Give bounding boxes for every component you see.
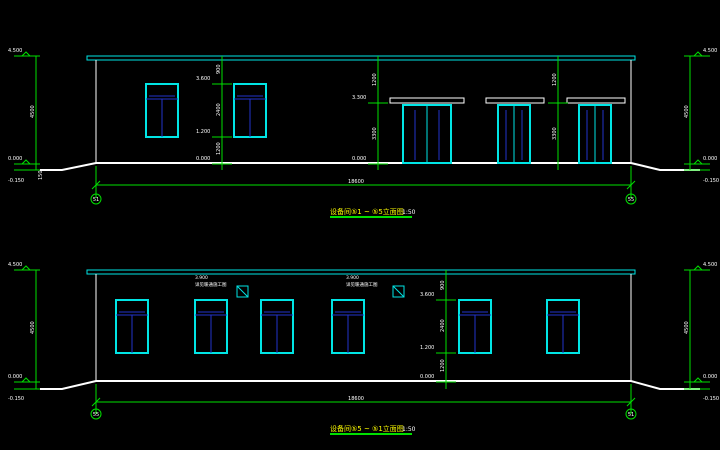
overall-dimension	[91, 166, 636, 198]
roof-parapet	[86, 269, 636, 275]
window-vertical-dims	[212, 56, 232, 170]
door	[402, 104, 452, 164]
window-dim-3: 1200	[216, 142, 222, 155]
elevation-scale: 1:50	[402, 426, 416, 433]
window	[260, 299, 294, 354]
level-ground-left: -0.150	[8, 178, 24, 184]
door-head-level: 3.300	[352, 95, 366, 101]
window	[194, 299, 228, 354]
window-dim-2: 2400	[440, 319, 446, 332]
vent-note-2: 详见暖通施工图	[346, 281, 378, 288]
axis-bubble	[90, 408, 102, 420]
door-canopy	[566, 97, 626, 104]
door-dim-3: 1200	[552, 73, 558, 86]
window	[458, 299, 492, 354]
door-dim-1: 1200	[372, 73, 378, 86]
window-dim-1: 900	[440, 280, 446, 290]
level-floor-right: 0.000	[703, 156, 717, 162]
elevation-a: 4.500 0.000 -0.150 4500 150 4.500 0.000 …	[8, 48, 719, 218]
overall-width: 18600	[348, 179, 364, 185]
vent-louver	[392, 285, 405, 298]
window-sill-level: 1.200	[196, 129, 210, 135]
door-dim-4: 3300	[552, 127, 558, 140]
window	[546, 299, 580, 354]
ground-line	[40, 380, 700, 390]
dim-right-total: 4500	[684, 105, 690, 118]
window-dim-2: 2400	[216, 103, 222, 116]
level-ground-right: -0.150	[703, 178, 719, 184]
left-level-dims	[14, 51, 40, 171]
level-floor-left: 0.000	[8, 374, 22, 380]
vent-louver	[236, 285, 249, 298]
window-floor-level: 0.000	[420, 374, 434, 380]
level-roof-right: 4.500	[703, 48, 717, 54]
window-vertical-dims	[436, 270, 456, 389]
vent-note-2-level: 3.900	[346, 275, 359, 281]
dim-right-total: 4500	[684, 321, 690, 334]
dim-left-total: 4500	[30, 105, 36, 118]
axis-label-left: 51	[93, 197, 99, 203]
level-ground-right: -0.150	[703, 396, 719, 402]
axis-bubble	[90, 193, 102, 205]
dim-left-lower: 150	[38, 170, 44, 180]
elevation-scale: 1:50	[402, 209, 416, 216]
window	[115, 299, 149, 354]
window	[145, 83, 179, 138]
roof-parapet	[86, 55, 636, 61]
door	[578, 104, 612, 164]
overall-width: 18600	[348, 396, 364, 402]
axis-bubble	[625, 193, 637, 205]
axis-label-right: 55	[628, 197, 634, 203]
vent-note-1-level: 3.900	[195, 275, 208, 281]
level-roof-left: 4.500	[8, 262, 22, 268]
door	[497, 104, 531, 164]
door-floor-level: 0.000	[352, 156, 366, 162]
window	[233, 83, 267, 138]
window-head-level: 3.600	[420, 292, 434, 298]
right-level-dims	[684, 51, 710, 171]
axis-label-left: 55	[93, 412, 99, 418]
elevation-title: 设备间⑤5 ~ ⑤1立面图	[330, 424, 404, 433]
door-canopy	[389, 97, 465, 104]
door-vertical-dims	[368, 56, 568, 170]
axis-label-right: 51	[628, 412, 634, 418]
window-dim-3: 1200	[440, 359, 446, 372]
level-ground-left: -0.150	[8, 396, 24, 402]
dim-left-total: 4500	[30, 321, 36, 334]
elevation-b: 3.900 详见暖通施工图 3.900 详见暖通施工图 4.500 0.000 …	[8, 262, 719, 435]
door-dim-2: 3300	[372, 127, 378, 140]
door-canopy	[485, 97, 545, 104]
left-level-dims	[14, 265, 40, 390]
window-sill-level: 1.200	[420, 345, 434, 351]
level-floor-right: 0.000	[703, 374, 717, 380]
right-level-dims	[684, 265, 710, 390]
elevation-title: 设备间⑤1 ~ ⑤5立面图	[330, 207, 404, 216]
ground-line	[40, 162, 700, 171]
window-dim-1: 900	[216, 64, 222, 74]
level-roof-right: 4.500	[703, 262, 717, 268]
level-floor-left: 0.000	[8, 156, 22, 162]
level-roof-left: 4.500	[8, 48, 22, 54]
window-head-level: 3.600	[196, 76, 210, 82]
window	[331, 299, 365, 354]
window-floor-level: 0.000	[196, 156, 210, 162]
vent-note-1: 详见暖通施工图	[195, 281, 227, 288]
axis-bubble	[625, 408, 637, 420]
